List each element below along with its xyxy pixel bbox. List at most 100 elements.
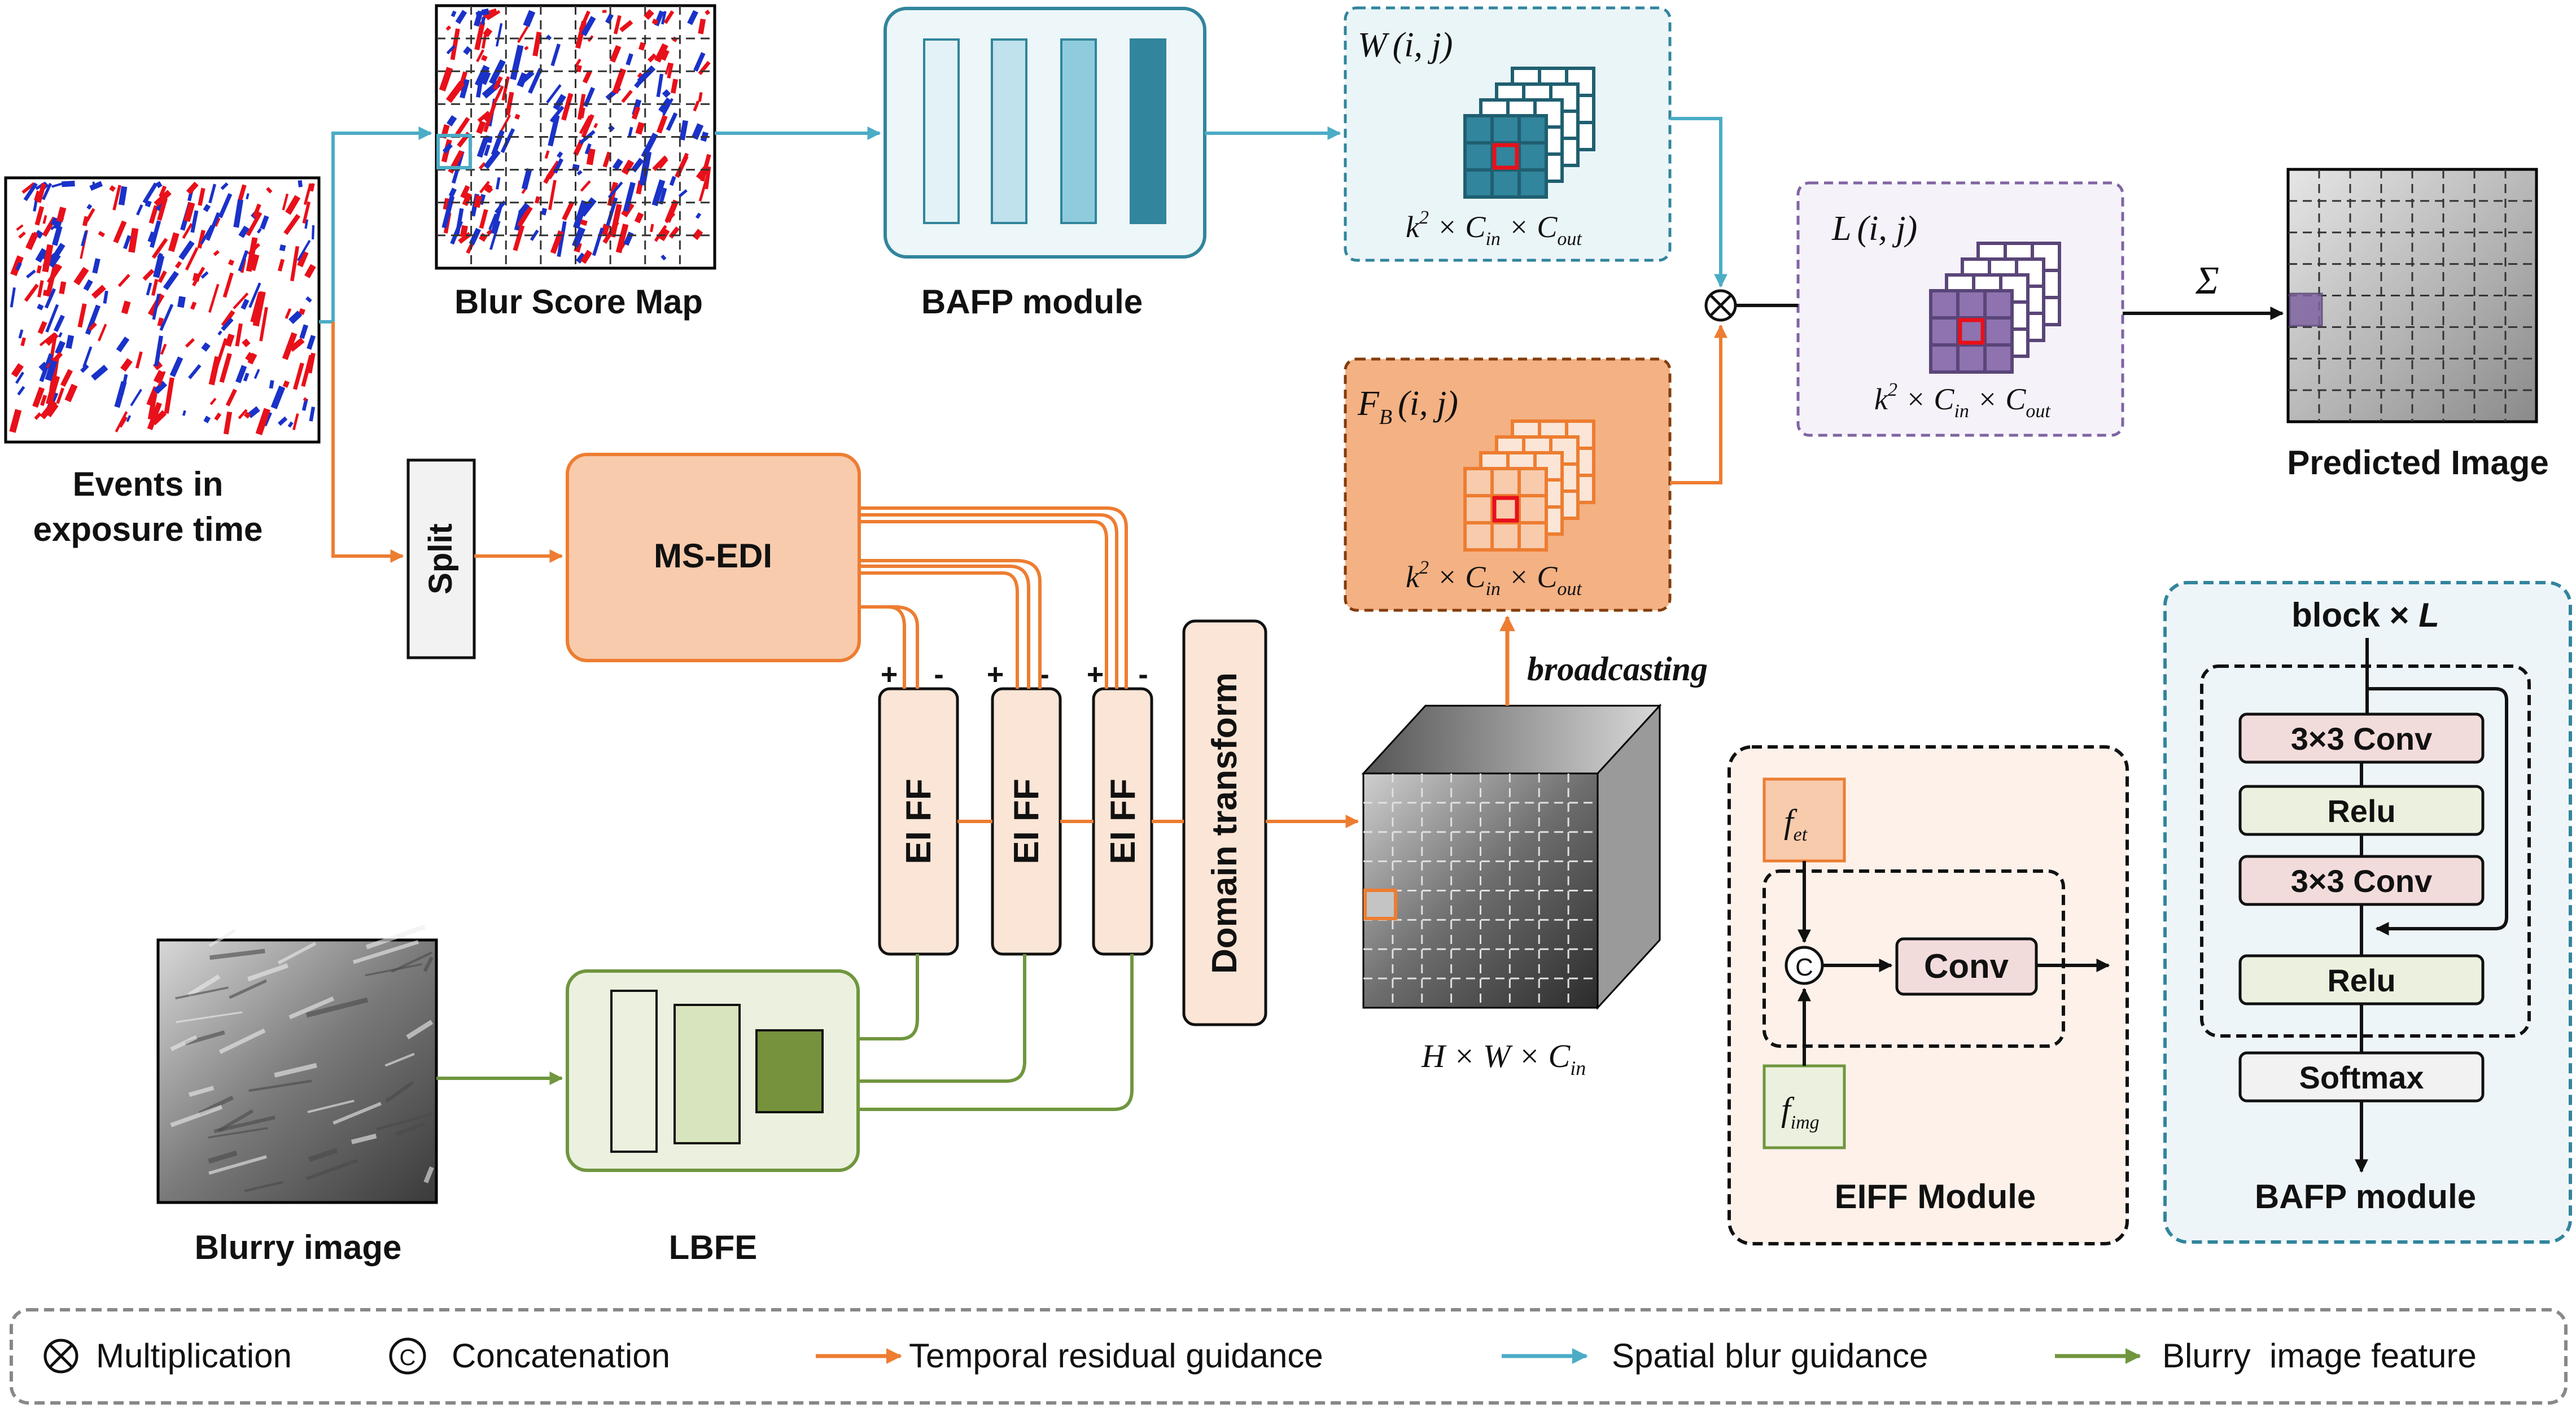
event-stroke (64, 383, 78, 403)
event-stroke (185, 247, 199, 271)
event-stroke (159, 185, 167, 198)
event-stroke (310, 183, 315, 192)
kernel-cell (1490, 467, 1521, 497)
event-stroke (480, 16, 486, 25)
lbfe-layer-3 (755, 1029, 824, 1113)
event-stroke (562, 200, 575, 221)
blur-streak (229, 979, 267, 999)
event-stroke (654, 43, 668, 63)
legend-multiply-icon (43, 1339, 78, 1374)
event-stroke (693, 100, 700, 112)
event-strokes (9, 180, 316, 436)
blurry-image (156, 924, 438, 1204)
event-stroke (147, 393, 158, 420)
event-stroke (91, 285, 106, 299)
event-stroke (307, 352, 316, 374)
event-stroke (36, 182, 46, 203)
predicted-patch (2289, 292, 2323, 327)
event-stroke (15, 371, 24, 384)
event-stroke (698, 19, 706, 34)
bafp-module-label: BAFP module (921, 283, 1143, 321)
minus-sign-1: - (934, 658, 943, 691)
event-stroke (460, 185, 470, 199)
event-stroke (56, 207, 67, 222)
event-stroke (582, 70, 592, 84)
event-stroke (518, 202, 530, 216)
event-stroke (174, 261, 182, 269)
ms-edi-label: MS-EDI (654, 537, 772, 575)
event-stroke (305, 296, 312, 303)
event-stroke (579, 115, 592, 134)
event-stroke (548, 115, 560, 147)
event-stroke (517, 26, 529, 43)
event-stroke (146, 282, 152, 296)
event-stroke (177, 296, 186, 308)
event-stroke (691, 123, 704, 140)
fb-kernel-stack (1463, 419, 1595, 552)
predicted-image (2286, 168, 2538, 423)
event-stroke (89, 181, 103, 191)
kernel-cell (1463, 521, 1494, 552)
event-stroke (661, 254, 667, 261)
event-stroke (309, 406, 316, 422)
event-stroke (628, 126, 633, 137)
event-stroke (120, 358, 133, 372)
event-stroke (298, 308, 305, 316)
event-stroke (546, 84, 562, 104)
minus-sign-2: - (1039, 658, 1049, 691)
event-stroke (217, 330, 222, 336)
event-stroke (32, 387, 45, 408)
event-stroke (103, 290, 108, 304)
event-stroke (208, 356, 221, 386)
event-stroke (301, 398, 308, 411)
plus-sign-2: + (987, 658, 1004, 691)
bafp-layer-label-5: Softmax (2299, 1060, 2424, 1095)
kernel-cell (1517, 494, 1548, 524)
events-label-line2: exposure time (33, 510, 263, 548)
event-stroke (152, 294, 160, 320)
kernel-cell (1463, 494, 1494, 524)
event-stroke (484, 144, 491, 156)
event-stroke (561, 93, 574, 121)
event-stroke (584, 143, 592, 155)
bafp-layer-4 (1130, 38, 1166, 224)
event-stroke (233, 292, 249, 309)
blur-score-map (435, 4, 716, 270)
kernel-cell (1463, 168, 1494, 199)
event-stroke (662, 89, 671, 98)
bafp-layer-2 (991, 38, 1027, 224)
event-stroke (496, 177, 501, 190)
event-stroke (648, 53, 657, 63)
event-stroke (35, 248, 47, 263)
event-stroke (581, 16, 596, 37)
bafp-layer-label-1: 3×3 Conv (2291, 721, 2433, 757)
eiff-title: EIFF Module (1835, 1178, 2036, 1215)
l-kernel-box (1796, 181, 2124, 437)
event-stroke (618, 241, 626, 250)
event-stroke (15, 262, 22, 271)
event-stroke (222, 272, 234, 298)
event-stroke (535, 196, 540, 204)
event-stroke (112, 185, 121, 211)
event-stroke (157, 252, 164, 260)
event-stroke (654, 225, 667, 242)
fb-kernel-dims: k2×Cin×Cout (1406, 557, 1582, 600)
event-stroke (200, 271, 209, 279)
event-stroke (491, 130, 505, 156)
event-stroke (615, 223, 629, 253)
split-box: Split (406, 458, 476, 659)
event-stroke (638, 42, 646, 51)
event-stroke (40, 400, 58, 419)
event-stroke (118, 416, 128, 428)
event-stroke (532, 32, 542, 56)
event-stroke (661, 11, 667, 25)
blur-streak (218, 1028, 266, 1054)
event-stroke (52, 225, 63, 246)
event-stroke (60, 369, 73, 387)
event-stroke (178, 240, 195, 260)
plus-sign-3: + (1087, 658, 1104, 691)
event-stroke (203, 416, 211, 423)
event-stroke (159, 304, 174, 331)
eiff-module: fet fimg C Conv EIFF Module (1727, 745, 2129, 1245)
event-stroke (30, 231, 38, 241)
